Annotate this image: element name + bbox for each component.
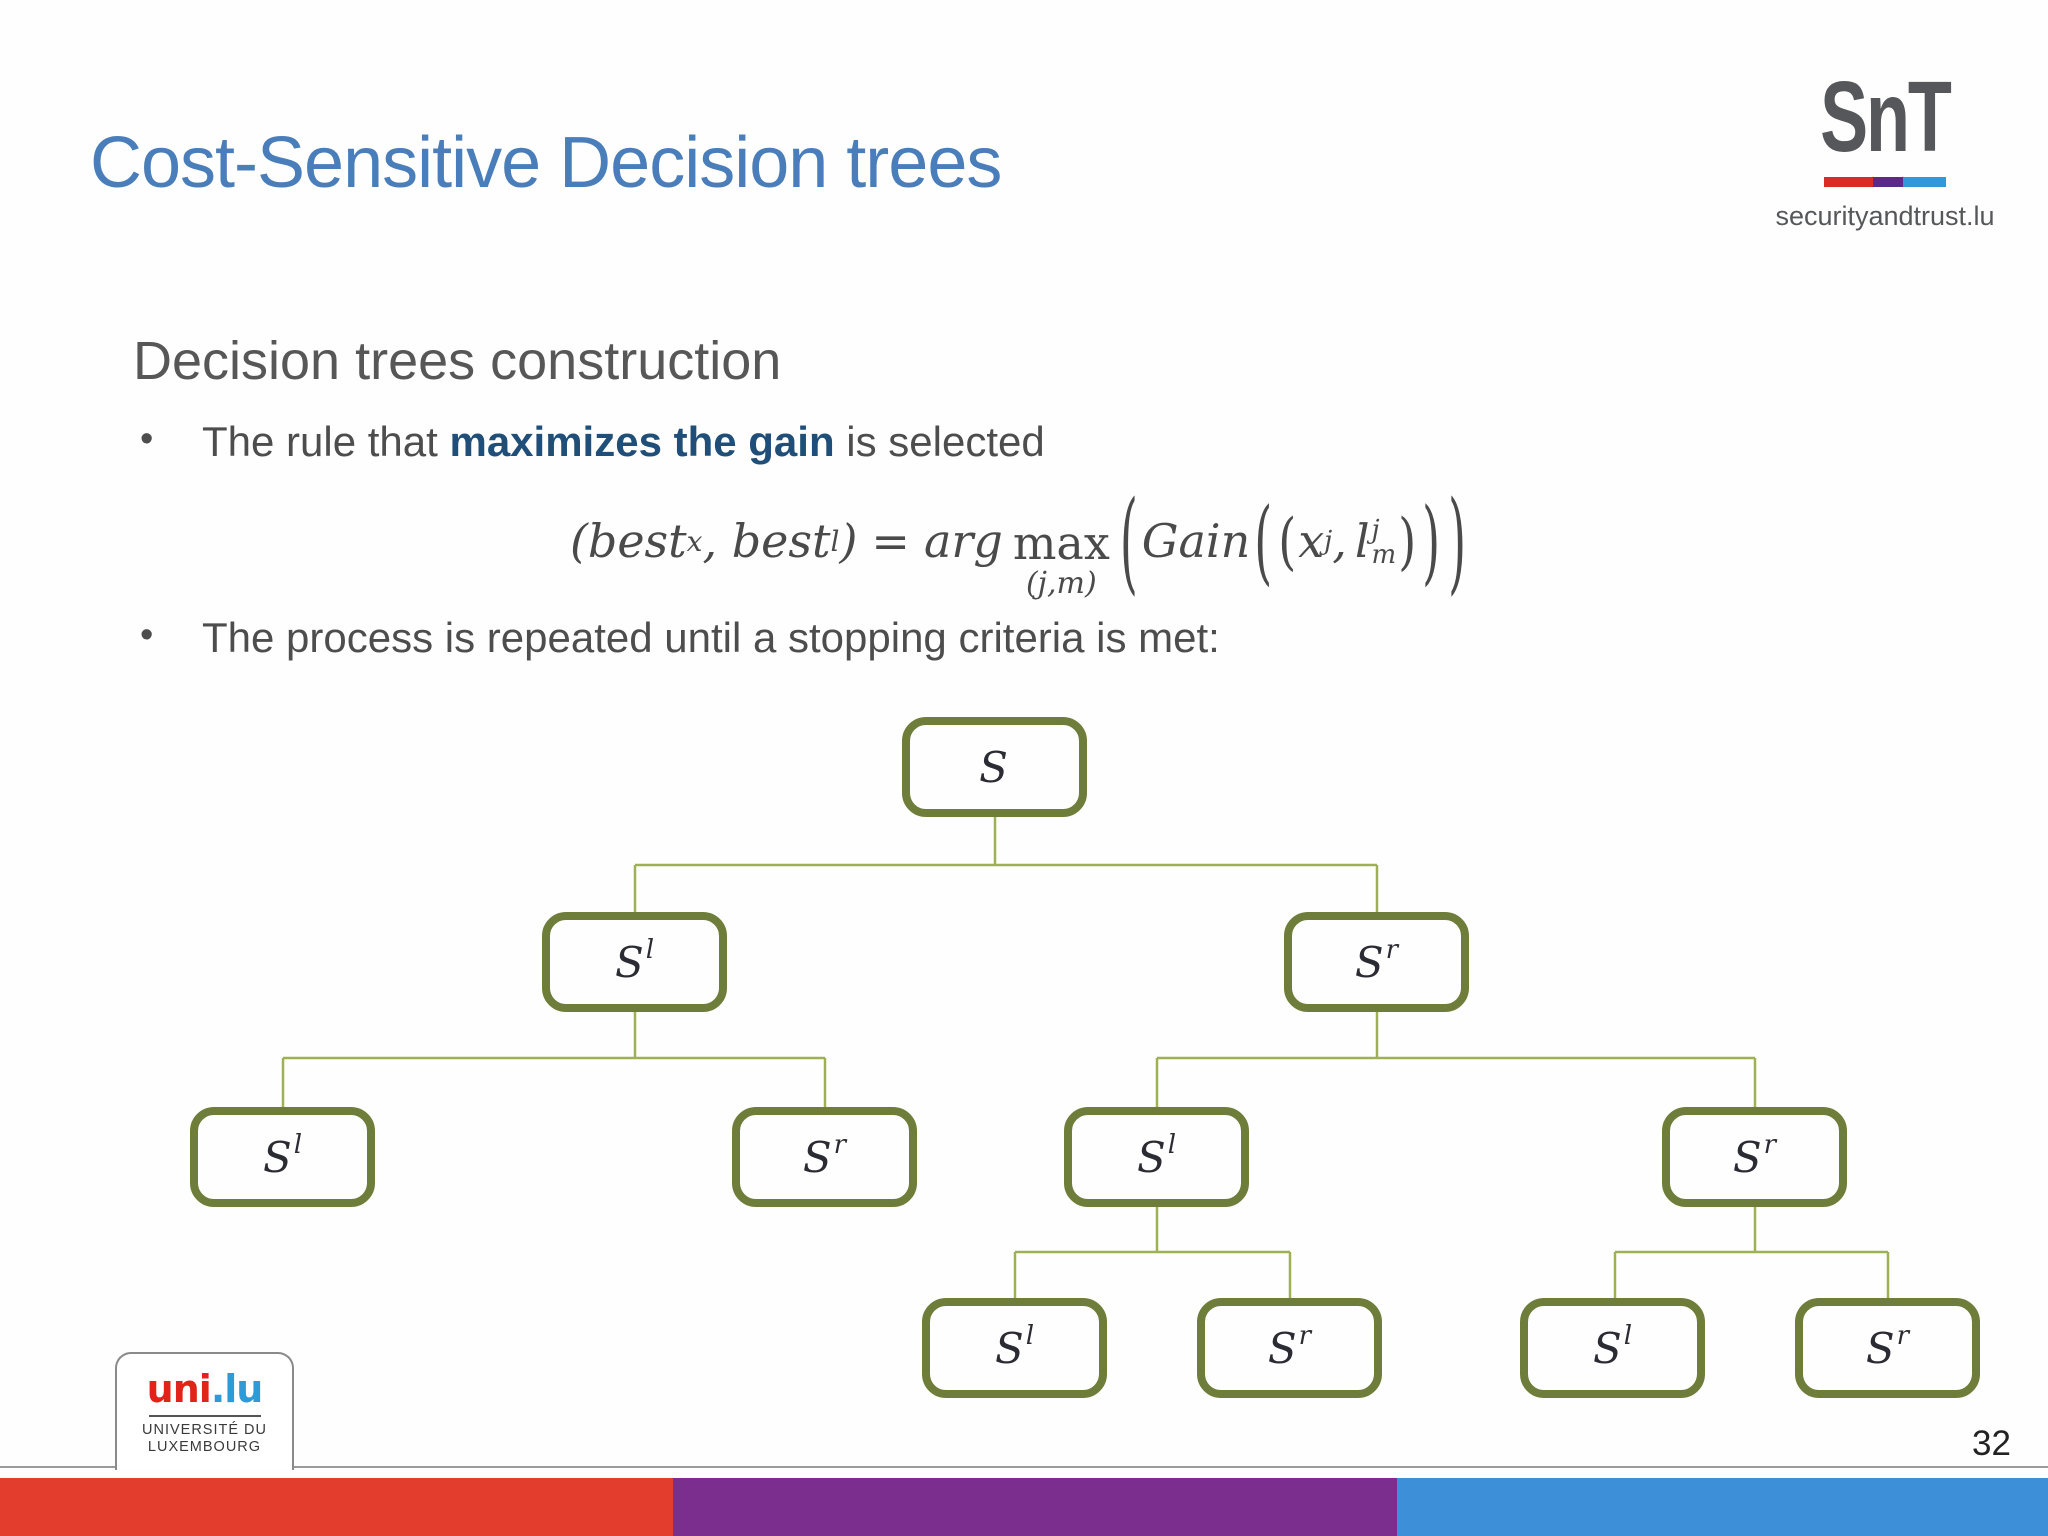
connector-l2left-children: [281, 1012, 827, 1107]
snt-bar-red: [1824, 177, 1873, 187]
connector-l2right-children: [1155, 1012, 1757, 1107]
formula-gain: Gain: [1141, 514, 1251, 568]
footer-color-bar: [0, 1478, 2048, 1536]
bullet-marker: •: [140, 614, 154, 656]
unilu-divider: [148, 1415, 261, 1417]
paren-outer-open: (: [1119, 476, 1138, 606]
formula-l-term: l j m: [1354, 514, 1397, 570]
connector-l3sr-children: [1613, 1207, 1890, 1298]
snt-domain-text: securityandtrust.lu: [1775, 201, 1995, 231]
formula-max-operator: max (j,m): [1012, 516, 1110, 601]
snt-logo-icon: SnT: [1820, 61, 1952, 173]
paren-outer-close: ): [1448, 476, 1467, 606]
snt-bar-blue: [1903, 177, 1946, 187]
connector-root-children: [633, 817, 1379, 912]
formula-arg: arg: [923, 514, 1003, 568]
snt-bar-purple: [1872, 177, 1904, 187]
bullet-1-text: The rule that maximizes the gain is sele…: [202, 418, 1045, 465]
page-title: Cost-Sensitive Decision trees: [90, 123, 1002, 203]
formula-x: x: [1298, 514, 1325, 568]
unilu-logo: uni.lu UNIVERSITÉ DU LUXEMBOURG: [115, 1352, 294, 1470]
unilu-logo-icon: uni.lu: [146, 1367, 264, 1411]
formula-lhs: (best: [569, 514, 687, 568]
bullet-1-emphasis: maximizes the gain: [449, 418, 835, 465]
paren-mid-close: ): [1422, 487, 1441, 595]
tree-node-root: S: [902, 717, 1087, 817]
paren-inner-close: ): [1398, 504, 1417, 578]
formula-equals: =: [871, 514, 910, 568]
bullet-marker: •: [140, 418, 154, 460]
unilu-caption: UNIVERSITÉ DU LUXEMBOURG: [142, 1422, 267, 1456]
section-heading: Decision trees construction: [133, 331, 782, 391]
page-number: 32: [1972, 1424, 2011, 1463]
snt-logo: SnT securityandtrust.lu: [1775, 61, 1994, 232]
footer-bar-purple: [672, 1478, 1397, 1536]
footer-bar-blue: [1396, 1478, 2048, 1536]
footer-divider: [0, 1466, 2048, 1468]
paren-mid-open: (: [1254, 487, 1273, 595]
snt-tricolor-bar: [1824, 177, 1946, 187]
paren-inner-open: (: [1278, 504, 1297, 578]
connector-l3sl-children: [1013, 1207, 1292, 1298]
footer-bar-red: [0, 1478, 673, 1536]
bullet-item-1: • The rule that maximizes the gain is se…: [140, 418, 1045, 466]
bullet-item-2: • The process is repeated until a stoppi…: [140, 614, 1220, 662]
bullet-2-text: The process is repeated until a stopping…: [202, 614, 1220, 661]
